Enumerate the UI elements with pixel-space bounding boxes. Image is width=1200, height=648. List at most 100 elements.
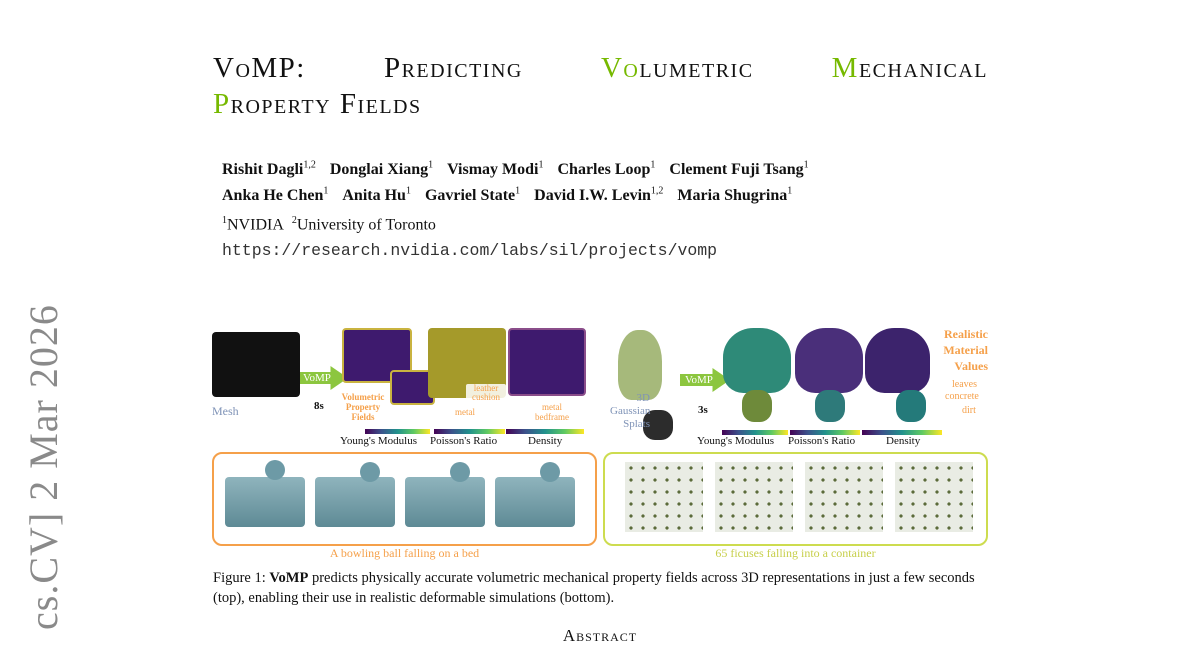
author-affiliation-marker: 1,2 (650, 186, 664, 197)
author: Anka He Chen1 (222, 186, 328, 205)
project-url[interactable]: https://research.nvidia.com/labs/sil/pro… (222, 241, 718, 260)
bed (495, 477, 575, 527)
colorbar-label: Density (886, 435, 921, 447)
title-highlight: P (213, 88, 231, 120)
colorbar (790, 430, 860, 435)
affiliation: NVIDIA (227, 216, 284, 234)
bed-simulation-panel (212, 452, 597, 546)
concrete-label: concrete (945, 391, 979, 402)
ficus-frame (895, 462, 973, 532)
author-affiliation-marker: 1 (787, 186, 793, 197)
author-name: Vismay Modi (447, 161, 539, 179)
author: Donglai Xiang1 (329, 160, 434, 179)
caption-prefix: Figure 1: (213, 570, 270, 586)
ficus-simulation-panel (603, 452, 988, 546)
author-name: Clement Fuji Tsang (669, 161, 804, 179)
pot (643, 410, 673, 440)
gaussian-splats-label: 3D Gaussian Splats (610, 392, 651, 430)
author-affiliation-marker: 1,2 (303, 160, 316, 171)
author-name: Anita Hu (342, 187, 406, 205)
ball (450, 462, 470, 482)
bed (405, 477, 485, 527)
title-rest: roperty Fields (230, 88, 422, 120)
author-name: Anka He Chen (222, 187, 324, 205)
leaves-label: leaves (952, 379, 977, 390)
author-affiliation-marker: 1 (803, 160, 809, 171)
author: David I.W. Levin1,2 (534, 186, 664, 205)
colorbar (862, 430, 942, 435)
ball (265, 460, 285, 480)
affiliations: 1NVIDIA 2University of Toronto (222, 215, 436, 234)
colorbar (506, 429, 584, 434)
figure-1: Mesh VoMP 8s Volumetric Property Fields … (210, 322, 990, 567)
author: Clement Fuji Tsang1 (669, 160, 809, 179)
ficus-frame (625, 462, 703, 532)
ficus-caption: 65 ficuses falling into a container (715, 546, 876, 560)
tree-poisson (795, 328, 863, 393)
black-sofa-mesh (212, 332, 300, 397)
aff-marker: 2 (291, 215, 297, 226)
author-affiliation-marker: 1 (538, 160, 544, 171)
title-rest: echanical (858, 52, 988, 84)
metal-label: metal (455, 407, 475, 417)
author-name: Rishit Dagli (222, 161, 304, 179)
figure-caption: Figure 1: VoMP predicts physically accur… (213, 568, 993, 608)
colorbar (434, 429, 505, 434)
author-affiliation-marker: 1 (428, 160, 434, 171)
ball (360, 462, 380, 482)
colorbar-label: Density (528, 435, 563, 447)
author: Vismay Modi1 (447, 160, 544, 179)
tree-density (865, 328, 930, 393)
author: Anita Hu1 (342, 186, 411, 205)
title-highlight: Vo (600, 52, 640, 84)
colorbar (365, 429, 430, 434)
sofa-density (508, 328, 586, 396)
pot (742, 390, 772, 422)
author-affiliation-marker: 1 (515, 186, 521, 197)
bed (315, 477, 395, 527)
ball (540, 462, 560, 482)
author: Maria Shugrina1 (677, 186, 793, 205)
ficus-frame (805, 462, 883, 532)
realistic-values-label: Realistic Material Values (943, 327, 988, 373)
pot (896, 390, 926, 422)
bedframe-label: metal bedframe (535, 402, 569, 422)
bed (225, 477, 305, 527)
caption-bold: VoMP (269, 570, 309, 586)
author-name: David I.W. Levin (534, 187, 651, 205)
paper-title: VoMP: Predicting Volumetric Mechanical Prop… (213, 50, 988, 122)
affiliation: University of Toronto (296, 216, 436, 234)
tree-young (723, 328, 791, 393)
caption-text: predicts physically accurate volumetric … (213, 570, 975, 606)
author-name: Charles Loop (557, 161, 651, 179)
author: Rishit Dagli1,2 (222, 160, 316, 179)
colorbar-label: Poisson's Ratio (430, 435, 498, 447)
colorbar-label: Poisson's Ratio (788, 435, 856, 447)
dirt-label: dirt (962, 405, 976, 416)
title-word: Predicting (383, 52, 523, 84)
title-highlight: M (831, 52, 859, 84)
aff-marker: 1 (222, 215, 227, 226)
leather-label: leather cushion (466, 384, 506, 402)
abstract-heading: Abstract (562, 626, 638, 645)
title-rest: lumetric (639, 52, 754, 84)
colorbar-label: Young's Modulus (340, 435, 417, 447)
arxiv-stamp: cs.CV] 2 Mar 2026 (21, 304, 66, 630)
bed-caption: A bowling ball falling on a bed (329, 546, 480, 560)
vpf-label: Volumetric Property Fields (341, 392, 385, 422)
mesh-label: Mesh (212, 404, 239, 418)
time-label: 3s (698, 404, 708, 416)
vomp-arrow: VoMP (298, 366, 348, 390)
author: Charles Loop1 (557, 160, 656, 179)
author-name: Donglai Xiang (329, 161, 429, 179)
ficus-frame (715, 462, 793, 532)
title-word: Volumetric (601, 50, 754, 86)
author: Gavriel State1 (425, 186, 521, 204)
author-name: Maria Shugrina (677, 187, 788, 205)
author-affiliation-marker: 1 (650, 160, 656, 171)
colorbar-label: Young's Modulus (697, 435, 774, 447)
title-word: VoMP: (213, 52, 306, 84)
pot (815, 390, 845, 422)
